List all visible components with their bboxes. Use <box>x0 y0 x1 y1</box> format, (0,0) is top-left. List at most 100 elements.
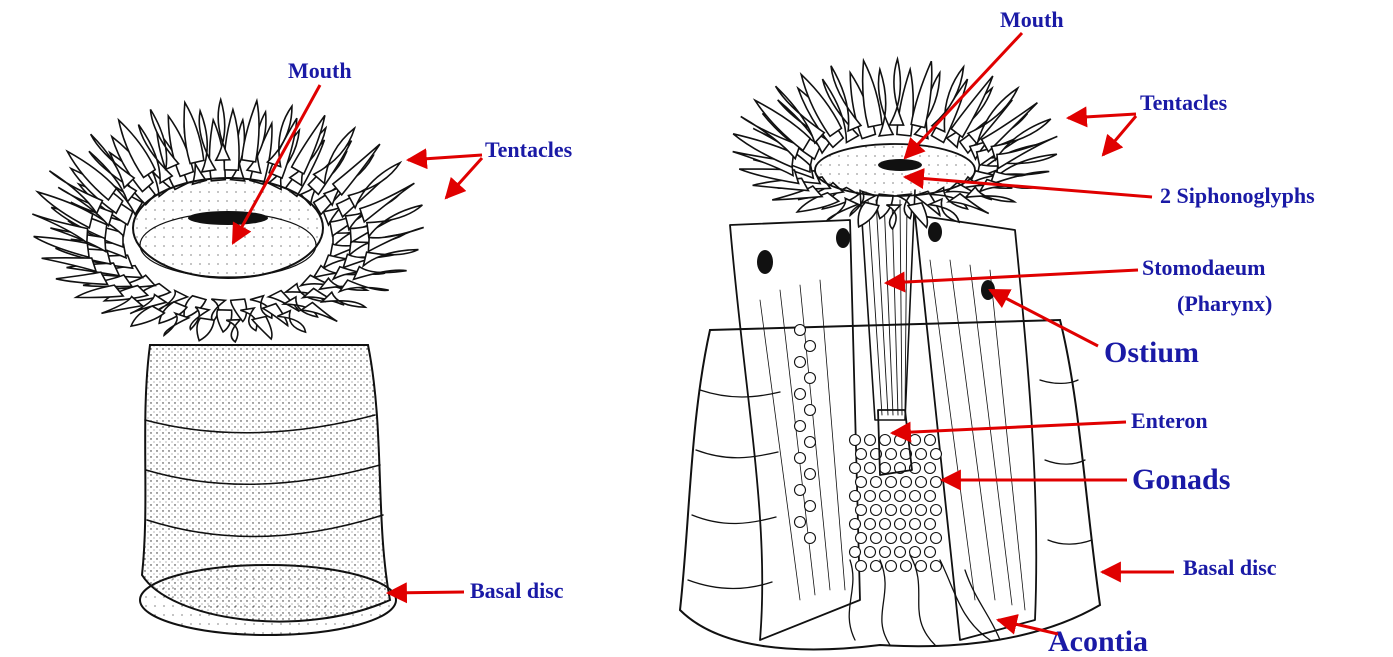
gonad-bead <box>805 533 816 544</box>
sectioned-anemone-drawing <box>680 59 1100 649</box>
gonad-bead <box>886 533 897 544</box>
gonad-bead <box>901 477 912 488</box>
right-mouth-label: Mouth <box>1000 7 1064 32</box>
gonad-bead <box>895 519 906 530</box>
left-basal-disc-label: Basal disc <box>470 578 564 603</box>
tentacle <box>911 61 932 127</box>
gonad-bead <box>910 491 921 502</box>
gonad-bead <box>805 437 816 448</box>
gonad-bead <box>856 449 867 460</box>
gonad-bead <box>805 469 816 480</box>
ostium-mid-right <box>928 222 942 242</box>
acontia-label: Acontia <box>1048 625 1148 657</box>
right-basal-disc-label: Basal disc <box>1183 555 1277 580</box>
gonad-bead <box>916 449 927 460</box>
gonad-bead <box>871 505 882 516</box>
oral-disc <box>133 178 323 278</box>
ostium-mid-left <box>836 228 850 248</box>
gonad-bead <box>871 477 882 488</box>
left-tentacles-label: Tentacles <box>485 137 573 162</box>
gonad-bead <box>880 491 891 502</box>
gonad-bead <box>880 435 891 446</box>
gonad-bead <box>925 463 936 474</box>
external-anemone-drawing <box>32 100 423 635</box>
gonad-bead <box>886 561 897 572</box>
ostium-label: Ostium <box>1104 336 1199 369</box>
gonad-bead <box>880 519 891 530</box>
gonad-bead <box>886 449 897 460</box>
gonad-bead <box>856 477 867 488</box>
ostium-left <box>757 250 773 274</box>
gonad-bead <box>850 491 861 502</box>
gonad-bead <box>850 547 861 558</box>
gonad-bead <box>931 477 942 488</box>
gonad-bead <box>901 505 912 516</box>
gonad-bead <box>916 561 927 572</box>
tentacle <box>878 69 893 135</box>
gonad-bead <box>865 435 876 446</box>
gonad-bead <box>795 325 806 336</box>
pharynx-label: (Pharynx) <box>1177 291 1272 316</box>
gonad-bead <box>865 519 876 530</box>
tentacle <box>56 272 108 284</box>
gonads-label: Gonads <box>1132 463 1230 496</box>
gonad-bead <box>850 463 861 474</box>
gonad-bead <box>795 485 806 496</box>
gonad-bead <box>901 533 912 544</box>
right-tentacles-arrow-2 <box>1103 116 1136 155</box>
gonad-bead <box>795 453 806 464</box>
gonad-bead <box>916 505 927 516</box>
left-mouth-label: Mouth <box>288 58 352 83</box>
gonad-bead <box>805 341 816 352</box>
stomodaeum-arrow <box>886 270 1138 283</box>
gonad-bead <box>865 491 876 502</box>
gonad-bead <box>886 477 897 488</box>
gonad-bead <box>856 561 867 572</box>
gonad-bead <box>925 547 936 558</box>
gonad-bead <box>925 435 936 446</box>
gonad-bead <box>931 449 942 460</box>
tentacle <box>368 227 423 251</box>
gonad-bead <box>856 505 867 516</box>
gonad-bead <box>880 547 891 558</box>
gonad-bead <box>795 421 806 432</box>
gonad-bead <box>795 357 806 368</box>
gonad-bead <box>795 517 806 528</box>
enteron-label: Enteron <box>1131 408 1208 433</box>
gonad-bead <box>895 435 906 446</box>
gonad-bead <box>895 491 906 502</box>
gonad-bead <box>865 463 876 474</box>
left-tentacles-arrow-2 <box>446 158 482 198</box>
gonad-bead <box>910 519 921 530</box>
tentacle <box>42 258 96 272</box>
tentacle <box>224 110 239 171</box>
gonad-bead <box>880 463 891 474</box>
gonad-bead <box>916 533 927 544</box>
right-tentacles-label: Tentacles <box>1140 90 1228 115</box>
gonad-bead <box>931 533 942 544</box>
gonad-bead <box>910 435 921 446</box>
gonad-bead <box>916 477 927 488</box>
gonad-bead <box>805 501 816 512</box>
tentacle <box>354 267 407 280</box>
gonad-bead <box>850 435 861 446</box>
tentacle <box>363 250 418 266</box>
gonad-bead <box>925 519 936 530</box>
gonad-bead <box>925 491 936 502</box>
gonad-bead <box>895 547 906 558</box>
gonad-bead <box>871 533 882 544</box>
gonad-bead <box>805 373 816 384</box>
left-tentacles-arrow-1 <box>408 155 482 160</box>
siphonoglyphs-label: 2 Siphonoglyphs <box>1160 183 1315 208</box>
tentacle <box>858 202 879 226</box>
gonad-bead <box>850 519 861 530</box>
gonad-bead <box>901 561 912 572</box>
gonad-bead <box>931 505 942 516</box>
gonad-bead <box>805 405 816 416</box>
gonad-bead <box>795 389 806 400</box>
right-tentacles-arrow-1 <box>1068 114 1136 118</box>
tentacle <box>197 318 214 341</box>
gonad-bead <box>886 505 897 516</box>
gonad-bead <box>871 561 882 572</box>
